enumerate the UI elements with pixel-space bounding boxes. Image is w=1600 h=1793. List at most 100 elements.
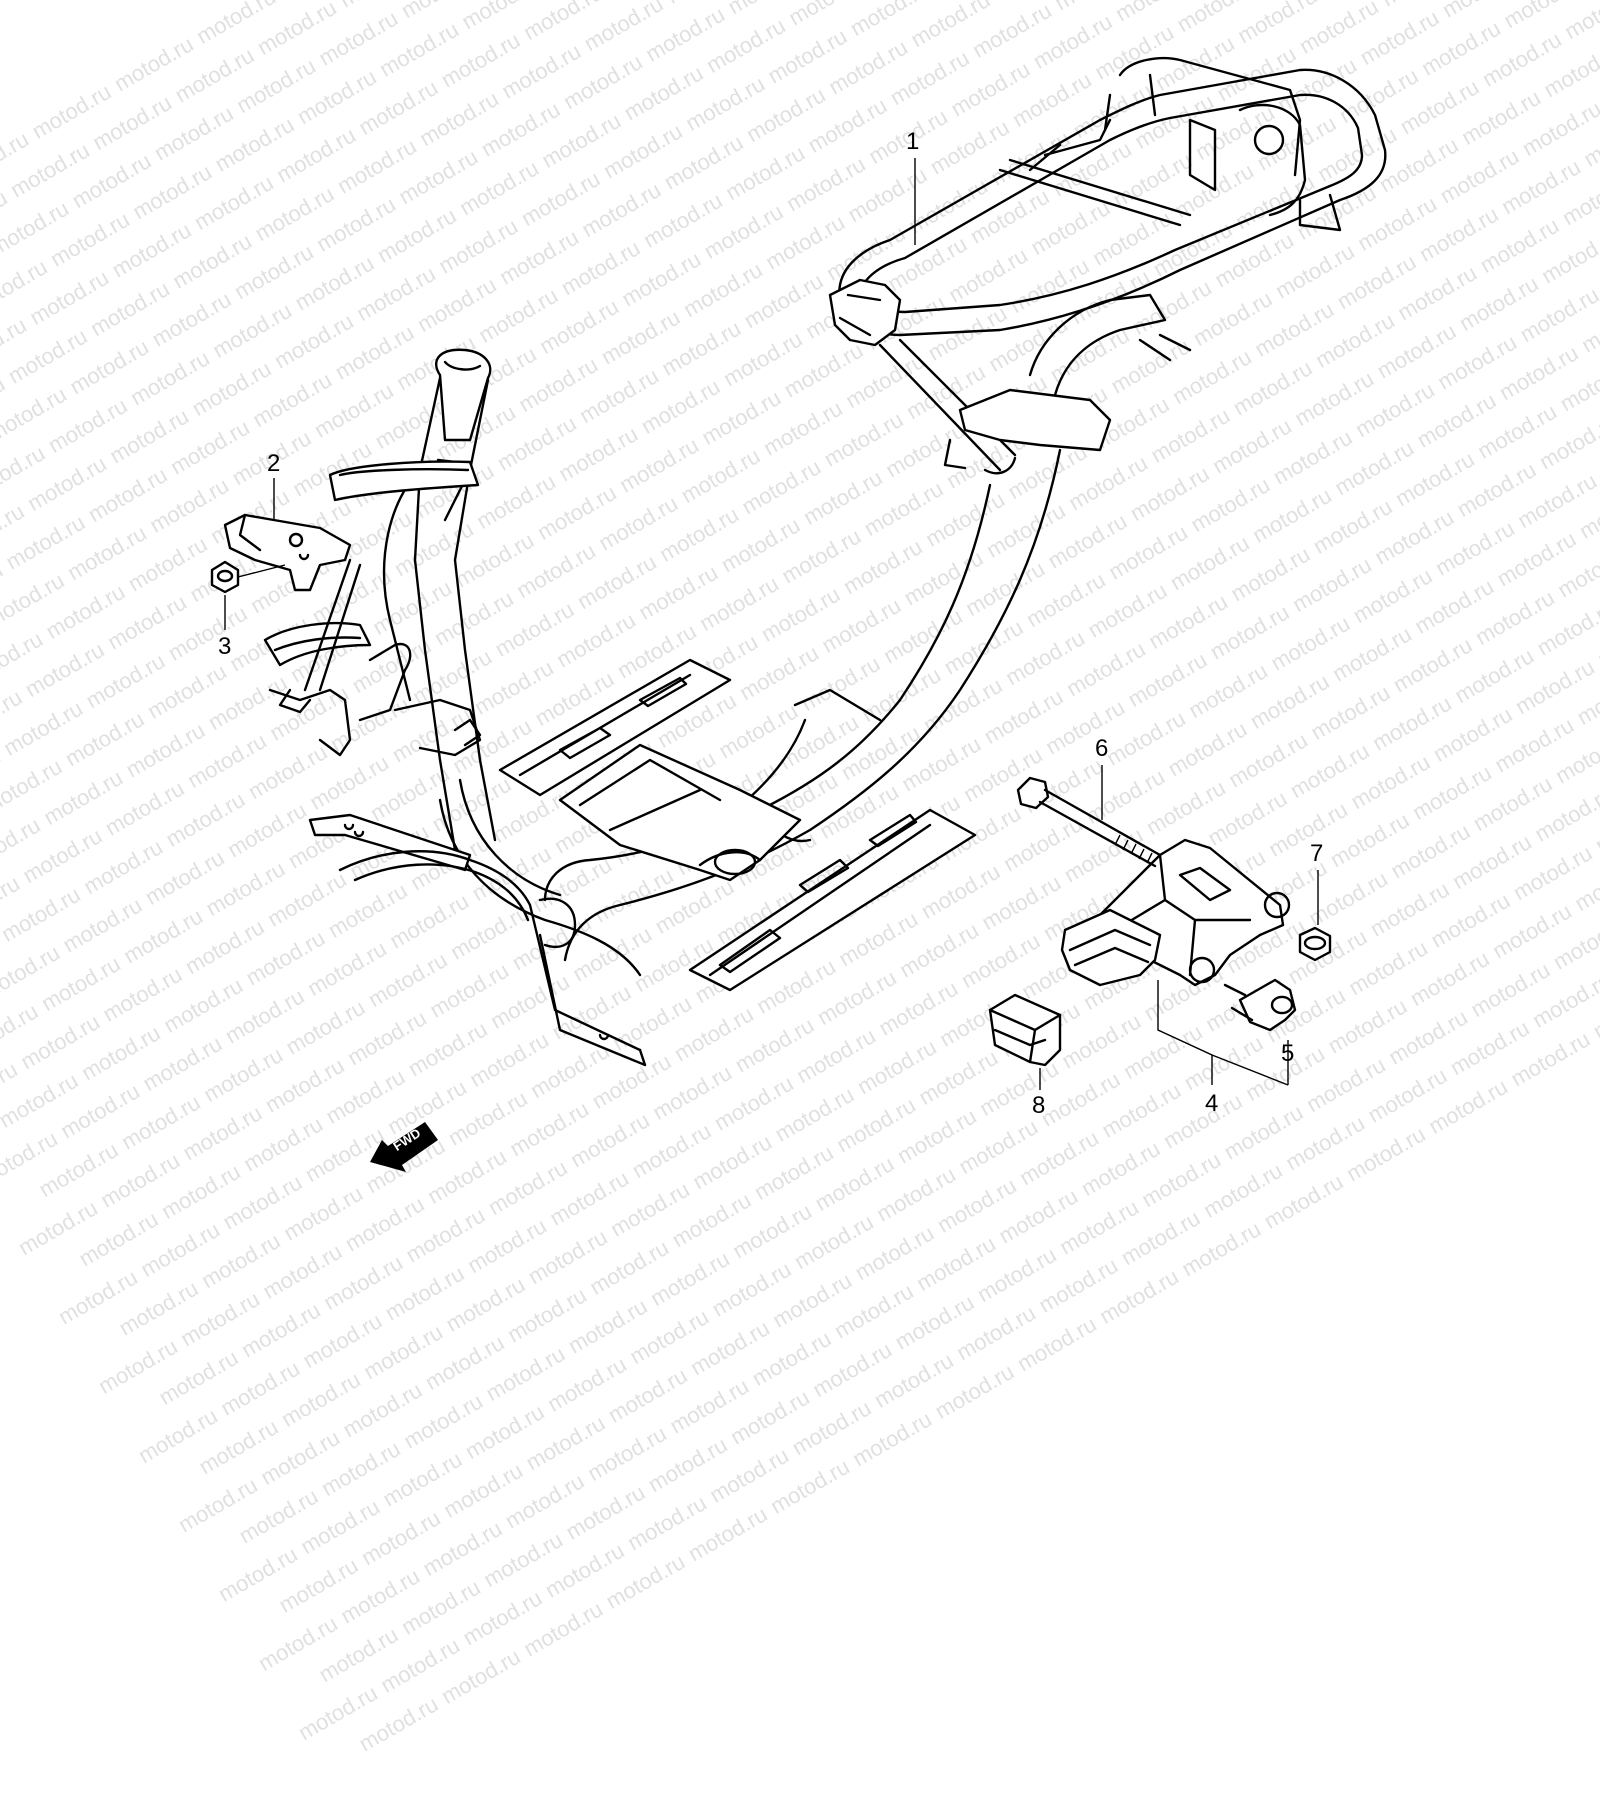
watermark-text: motod.ru: [563, 1293, 652, 1359]
watermark-text: motod.ru: [747, 1325, 836, 1391]
fwd-arrow-icon: [370, 1122, 438, 1172]
watermark-text: motod.ru: [399, 1388, 487, 1454]
watermark-text: motod.ru: [176, 1286, 264, 1352]
watermark-text: motod.ru: [236, 1297, 325, 1363]
watermark-text: motod.ru: [53, 1264, 142, 1330]
callout-5: 5: [1281, 1040, 1295, 1067]
watermark-text: motod.ru: [808, 1336, 897, 1403]
watermark-text: motod.ru: [869, 1347, 958, 1413]
callout-1: 1: [906, 128, 920, 155]
watermark-text: motod.ru: [1034, 1252, 1123, 1318]
leader-lines: [224, 158, 1319, 1090]
watermark-text: motod.ru: [768, 1267, 857, 1333]
watermark-text: motod.ru: [396, 1574, 485, 1640]
watermark-text: motod.ru: [338, 1377, 427, 1443]
watermark-text: motod.ru: [665, 1373, 754, 1439]
watermark-text: motod.ru: [850, 1220, 939, 1286]
frame-drawing: [210, 56, 1387, 1172]
watermark-text: motod.ru: [173, 1472, 262, 1538]
watermark-text: motod.ru: [314, 1621, 403, 1688]
watermark-text: motod.ru: [585, 1234, 674, 1300]
watermark-text: motod.ru: [378, 1446, 467, 1512]
watermark-text: motod.ru: [789, 1209, 878, 1275]
watermark-text: motod.ru: [216, 1355, 304, 1421]
watermark-text: motod.ru: [316, 1435, 405, 1501]
watermark-text: motod.ru: [1095, 1263, 1183, 1329]
watermark-text: motod.ru: [625, 1304, 714, 1370]
watermark-text: motod.ru: [441, 1271, 530, 1337]
watermark-text: motod.ru: [646, 1245, 734, 1311]
watermark-text: motod.ru: [213, 1541, 302, 1607]
bolt-part-5: [1223, 978, 1297, 1032]
callout-8: 8: [1032, 1092, 1046, 1119]
watermark-text: motod.ru: [523, 1224, 612, 1290]
watermark-text: motod.ru: [133, 1402, 222, 1469]
watermark-text: motod.ru: [707, 1256, 796, 1322]
watermark-text: motod.ru: [336, 1563, 424, 1629]
watermark-text: motod.ru: [601, 1548, 690, 1614]
watermark-text: motod.ru: [643, 1431, 732, 1498]
watermark-text: motod.ru: [253, 1610, 342, 1676]
watermark-text: motod.ru: [136, 1216, 224, 1282]
callout-7: 7: [1310, 840, 1324, 867]
watermark-text: motod.ru: [623, 1490, 711, 1556]
watermark-text: motod.ru: [93, 1333, 182, 1399]
watermark-text: motod.ru: [686, 1315, 774, 1381]
nut-part-3: [210, 560, 286, 594]
watermark-text: motod.ru: [912, 1230, 1000, 1296]
watermark-text: motod.ru: [1116, 1205, 1205, 1271]
watermark-text: motod.ru: [340, 1191, 429, 1257]
watermark-text: motod.ru: [561, 1479, 650, 1545]
watermark-text: motod.ru: [543, 1351, 631, 1417]
watermark-text: motod.ru: [603, 1362, 692, 1428]
watermark-text: motod.ru: [583, 1420, 671, 1486]
watermark-text: motod.ru: [276, 1366, 365, 1432]
watermark-text: motod.ru: [74, 1206, 163, 1272]
callout-3: 3: [218, 633, 232, 660]
watermark-text: motod.ru: [436, 1643, 525, 1709]
watermark-text: motod.ru: [829, 1278, 918, 1344]
watermark-text: motod.ru: [890, 1289, 979, 1355]
watermark-text: motod.ru: [540, 1537, 629, 1603]
watermark-text: motod.ru: [356, 1505, 445, 1571]
watermark-text: motod.ru: [439, 1457, 527, 1523]
watermark-text: motod.ru: [354, 1691, 443, 1757]
watermark-text: motod.ru: [154, 1344, 243, 1410]
watermark-text: motod.ru: [683, 1501, 772, 1567]
watermark-text: motod.ru: [196, 1228, 285, 1294]
watermark-text: motod.ru: [848, 1406, 937, 1472]
watermark-text: motod.ru: [503, 1282, 591, 1348]
watermark-text: motod.ru: [930, 1358, 1019, 1424]
callout-4: 4: [1205, 1090, 1219, 1117]
watermark-text: motod.ru: [500, 1468, 589, 1534]
callout-6: 6: [1095, 735, 1109, 762]
watermark-text: motod.ru: [296, 1494, 384, 1560]
watermark-text: motod.ru: [479, 1526, 567, 1593]
watermark-text: motod.ru: [418, 1515, 507, 1581]
watermark-text: motod.ru: [319, 1249, 407, 1315]
watermark-text: motod.ru: [274, 1552, 363, 1618]
watermark-text: motod.ru: [463, 1212, 551, 1279]
watermark-text: motod.ru: [1177, 1216, 1266, 1282]
watermark-text: motod.ru: [705, 1442, 794, 1508]
watermark-text: motod.ru: [787, 1395, 876, 1461]
watermark-text: motod.ru: [359, 1319, 447, 1385]
watermark-text: motod.ru: [420, 1329, 509, 1395]
watermark-text: motod.ru: [376, 1632, 464, 1698]
watermark-text: motod.ru: [972, 1241, 1061, 1308]
watermark-text: motod.ru: [256, 1424, 344, 1490]
bracket-part-2: [223, 513, 352, 592]
watermark-text: motod.ru: [519, 1596, 607, 1662]
watermark-text: motod.ru: [952, 1300, 1040, 1366]
watermark-text: motod.ru: [114, 1275, 203, 1341]
watermark-text: motod.ru: [13, 1195, 102, 1261]
watermark-text: motod.ru: [401, 1202, 490, 1268]
watermark-text: motod.ru: [234, 1483, 323, 1549]
watermark-text: motod.ru: [766, 1453, 854, 1519]
watermark-text: motod.ru: [460, 1399, 549, 1465]
watermark-text: motod.ru: [293, 1680, 382, 1746]
watermark-text: motod.ru: [1012, 1311, 1101, 1377]
watermark-text: motod.ru: [298, 1307, 387, 1374]
watermark-text: motod.ru: [380, 1260, 469, 1326]
